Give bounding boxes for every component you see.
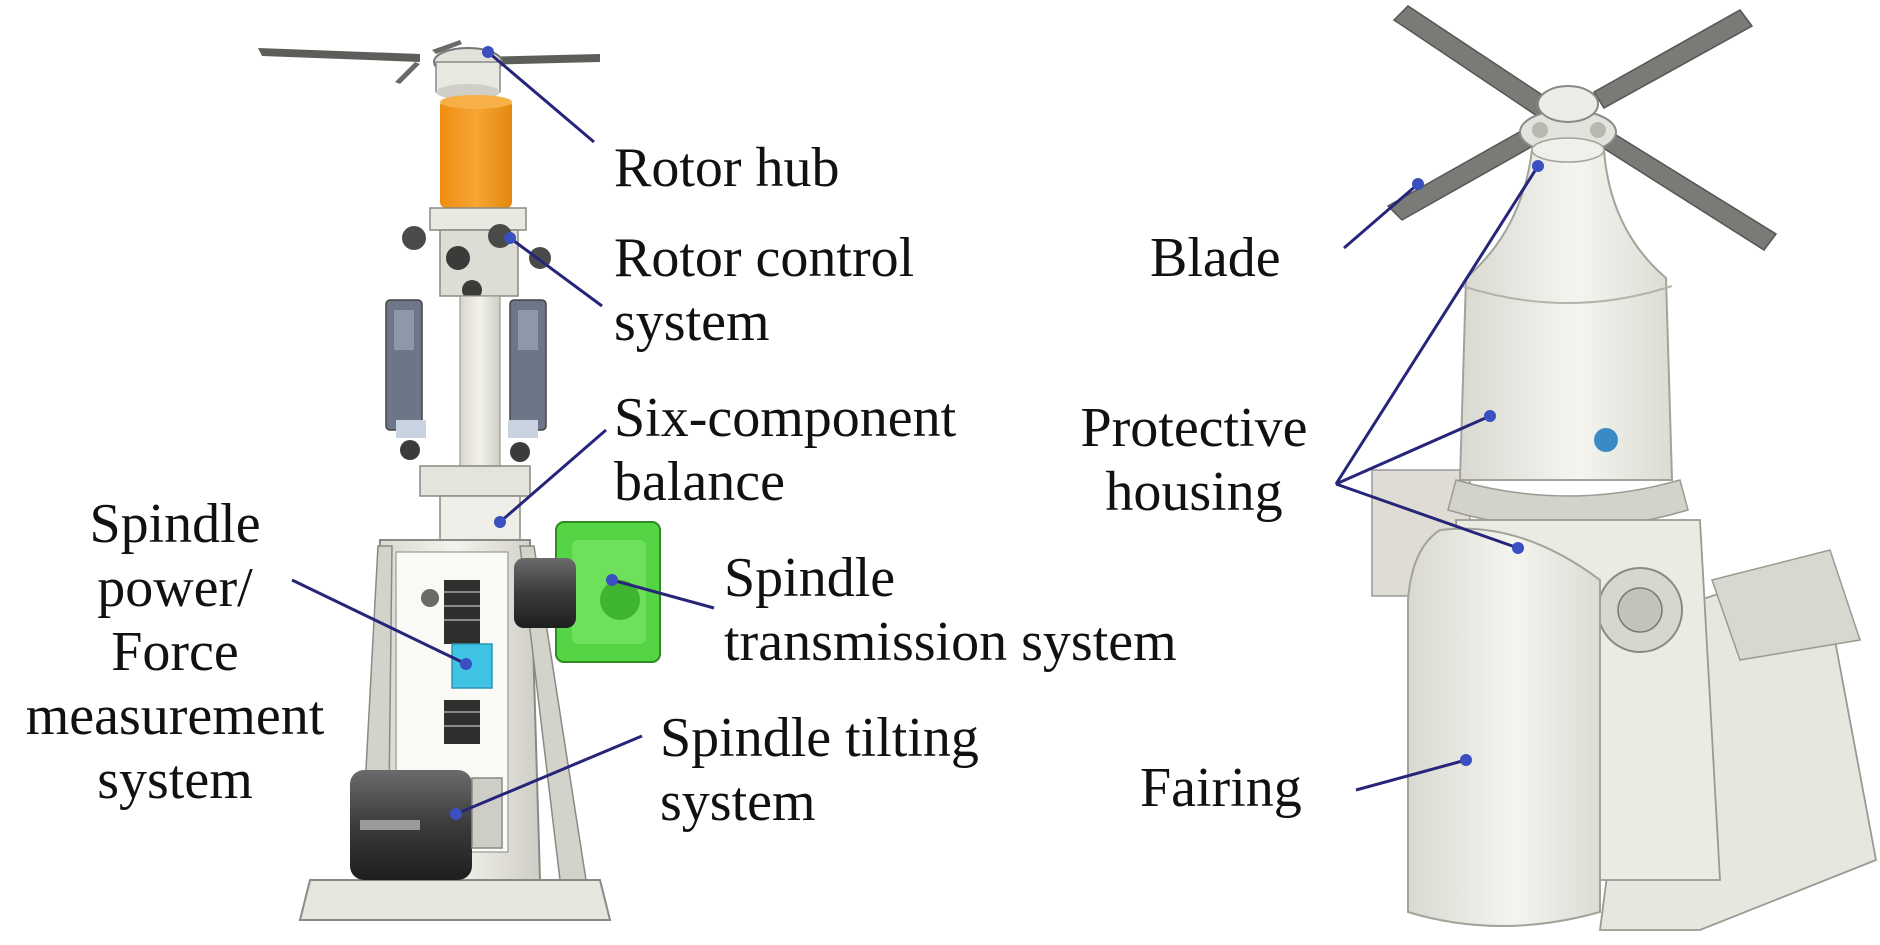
label-rotor-hub: Rotor hub <box>614 136 840 200</box>
label-fairing: Fairing <box>1140 756 1302 820</box>
left-rotor-blades <box>258 40 600 84</box>
label-blade-text: Blade <box>1150 227 1281 289</box>
right-rig-illustration <box>1371 5 1878 931</box>
label-rotor-control-line2: system <box>614 291 770 353</box>
leader-balance <box>499 428 607 524</box>
label-balance-line1: Six-component <box>614 387 957 449</box>
right-rotor-blades <box>1386 5 1778 252</box>
protective-housing-shape <box>1447 137 1689 529</box>
label-housing-line1: Protective <box>1080 397 1308 459</box>
leader-housing-mid <box>1335 414 1491 486</box>
label-six-component-balance: Six-component balance <box>614 386 956 514</box>
label-spindle-transmission-line2: transmission system <box>724 611 1177 673</box>
transmission-motor <box>514 558 576 628</box>
label-spindle-power-line1: Spindle <box>89 493 261 555</box>
tilting-motor <box>350 770 503 880</box>
label-spindle-tilting-system: Spindle tilting system <box>660 706 979 834</box>
label-spindle-tilting-line2: system <box>660 771 816 833</box>
leader-housing-low <box>1335 482 1519 550</box>
leader-spindle-power <box>291 578 467 666</box>
label-spindle-power-line5: system <box>97 749 253 811</box>
label-spindle-transmission-line1: Spindle <box>724 547 896 609</box>
leader-rotor-control <box>509 236 603 308</box>
rotor-control-assembly <box>402 207 551 300</box>
leader-rotor-hub <box>487 50 595 144</box>
leader-dots <box>450 46 1544 820</box>
fairing-shape <box>1407 527 1601 927</box>
label-blade: Blade <box>1150 226 1281 290</box>
label-rotor-hub-text: Rotor hub <box>614 137 840 199</box>
leader-spindle-tilting <box>455 734 643 816</box>
leader-lines <box>291 50 1540 816</box>
force-sensor-coupling <box>451 643 493 689</box>
label-spindle-tilting-line1: Spindle tilting <box>660 707 979 769</box>
label-housing-line2: housing <box>1105 461 1283 523</box>
label-spindle-power-line2: power/ <box>97 557 253 619</box>
servo-actuators <box>385 299 547 462</box>
balance-block <box>419 465 531 541</box>
leader-spindle-transmission <box>611 578 715 610</box>
label-rotor-control-system: Rotor control system <box>614 226 914 354</box>
label-spindle-power-line3: Force <box>111 621 239 683</box>
label-balance-line2: balance <box>614 451 785 513</box>
label-spindle-power-force: Spindle power/ Force measurement system <box>0 492 350 812</box>
label-spindle-power-line4: measurement <box>25 685 325 747</box>
central-mast <box>459 295 501 467</box>
label-fairing-text: Fairing <box>1140 757 1302 819</box>
label-rotor-control-line1: Rotor control <box>614 227 915 289</box>
spindle-shaft-stack <box>444 580 493 744</box>
leader-fairing <box>1355 758 1467 792</box>
label-spindle-transmission-system: Spindle transmission system <box>724 546 1177 674</box>
orange-housing <box>440 95 512 208</box>
leader-housing-top <box>1334 165 1540 485</box>
leader-blade <box>1343 182 1419 250</box>
label-protective-housing: Protective housing <box>1054 396 1334 524</box>
